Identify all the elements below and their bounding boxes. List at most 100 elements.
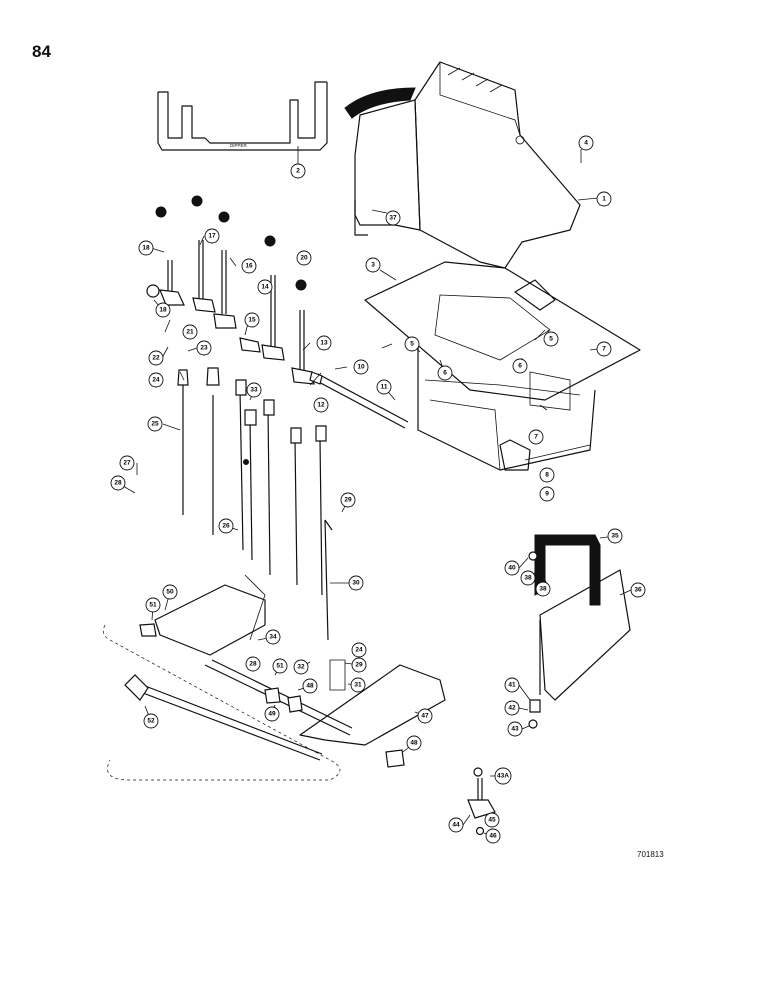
callout-label: 46 (489, 833, 497, 840)
callout-1: 1 (596, 191, 612, 207)
callout-label: 15 (248, 317, 256, 324)
callout-52: 52 (143, 713, 159, 729)
callout-label: 2 (296, 168, 300, 175)
callout-33: 33 (246, 382, 262, 398)
callout-label: 50 (166, 589, 174, 596)
callout-14: 14 (257, 279, 273, 295)
callout-44: 44 (448, 817, 464, 833)
linkage-rods (177, 367, 333, 641)
callout-25: 25 (147, 416, 163, 432)
callout-31: 31 (350, 677, 366, 693)
callout-label: 28 (114, 480, 122, 487)
callout-7a: 7 (596, 341, 612, 357)
side-shield (528, 534, 631, 729)
callout-label: 29 (355, 662, 363, 669)
decal-label: DIPPER (230, 143, 248, 148)
callout-38b: 38 (535, 581, 551, 597)
callout-4: 4 (578, 135, 594, 151)
callout-6a: 6 (437, 365, 453, 381)
callout-label: 48 (410, 740, 418, 747)
callout-label: 6 (518, 363, 522, 370)
callout-10: 10 (353, 359, 369, 375)
callout-label: 4 (584, 140, 588, 147)
callout-label: 47 (421, 713, 429, 720)
callout-20: 20 (296, 250, 312, 266)
callout-label: 16 (245, 263, 253, 270)
callout-30: 30 (348, 575, 364, 591)
callout-21: 21 (182, 324, 198, 340)
callout-label: 43 (511, 726, 519, 733)
callout-label: 12 (317, 402, 325, 409)
callout-3: 3 (365, 257, 381, 273)
callout-label: 38 (539, 586, 547, 593)
callout-label: 11 (381, 384, 388, 391)
callout-label: 44 (452, 822, 460, 829)
callout-label: 37 (389, 215, 397, 222)
console-cover (344, 61, 581, 269)
callout-16: 16 (241, 258, 257, 274)
callout-11: 11 (376, 379, 392, 395)
callout-label: 34 (269, 634, 277, 641)
callout-50: 50 (162, 584, 178, 600)
floor-plates (103, 574, 446, 781)
callout-label: 8 (545, 472, 549, 479)
callout-5b: 5 (543, 331, 559, 347)
callout-label: 52 (147, 718, 155, 725)
callout-label: 45 (488, 817, 496, 824)
callout-label: 3 (371, 262, 375, 269)
callout-label: 27 (123, 460, 131, 467)
callout-label: 9 (545, 491, 549, 498)
callout-15: 15 (244, 312, 260, 328)
callout-48b: 48 (406, 735, 422, 751)
callout-18b: 18 (155, 302, 171, 318)
callout-label: 18 (159, 307, 167, 314)
callout-29a: 29 (340, 492, 356, 508)
callout-22: 22 (148, 350, 164, 366)
callout-label: 51 (276, 663, 284, 670)
callout-51b: 51 (272, 658, 288, 674)
callout-label: 14 (261, 284, 269, 291)
callout-label: 24 (355, 647, 363, 654)
callout-51a: 51 (145, 597, 161, 613)
control-decal: DIPPER (157, 81, 328, 151)
callout-29b: 29 (351, 657, 367, 673)
callout-46: 46 (485, 828, 501, 844)
callout-label: 5 (549, 336, 553, 343)
callout-27: 27 (119, 455, 135, 471)
bracket (467, 767, 496, 836)
callout-38a: 38 (520, 570, 536, 586)
callout-label: 40 (508, 565, 516, 572)
callout-label: 13 (320, 340, 328, 347)
callout-label: 41 (508, 682, 516, 689)
callout-label: 21 (186, 329, 194, 336)
callout-label: 29 (344, 497, 352, 504)
callout-8: 8 (539, 467, 555, 483)
page-number: 84 (32, 42, 51, 61)
control-levers (146, 240, 315, 385)
callout-label: 49 (268, 711, 276, 718)
callout-label: 35 (611, 533, 619, 540)
callout-35: 35 (607, 528, 623, 544)
callout-24a: 24 (148, 372, 164, 388)
callout-label: 25 (151, 421, 159, 428)
callout-label: 18 (142, 245, 150, 252)
callout-label: 28 (249, 661, 257, 668)
callout-label: 23 (200, 345, 208, 352)
callout-label: 36 (634, 587, 642, 594)
callout-23: 23 (196, 340, 212, 356)
callout-26: 26 (218, 518, 234, 534)
callout-32: 32 (293, 659, 309, 675)
callout-9: 9 (539, 486, 555, 502)
callout-label: 10 (357, 364, 365, 371)
callout-18a: 18 (138, 240, 154, 256)
console-base (364, 261, 641, 471)
callout-label: 7 (602, 346, 606, 353)
callout-12: 12 (313, 397, 329, 413)
callout-17: 17 (204, 228, 220, 244)
callout-label: 31 (354, 682, 362, 689)
callout-label: 22 (152, 355, 160, 362)
callout-6b: 6 (512, 358, 528, 374)
callout-label: 38 (524, 575, 532, 582)
callout-42: 42 (504, 700, 520, 716)
callout-24b: 24 (351, 642, 367, 658)
